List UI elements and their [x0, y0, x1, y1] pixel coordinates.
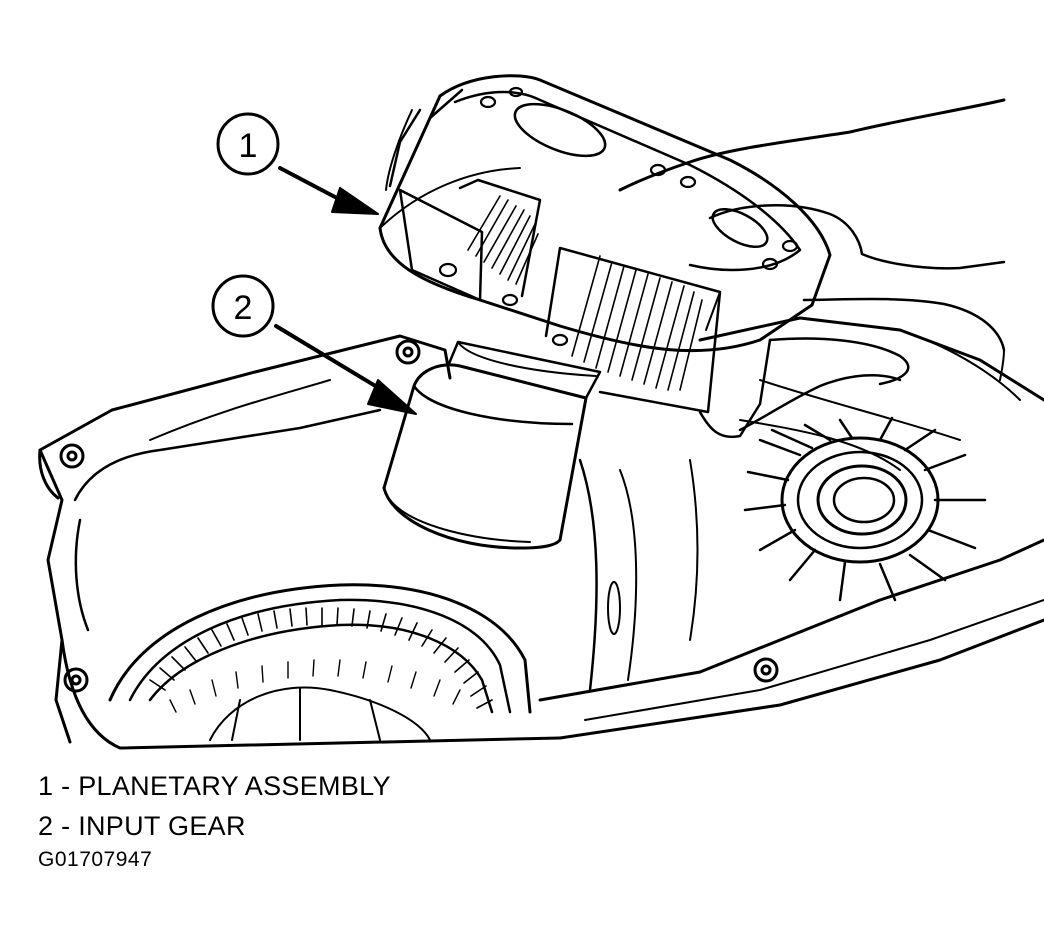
bolt-hole	[63, 667, 89, 693]
planetary-assembly	[378, 74, 832, 439]
callout-1-number: 1	[239, 127, 258, 165]
callout-2-arrow	[274, 324, 394, 398]
bolt-hole	[59, 443, 85, 469]
figure-id: G01707947	[38, 848, 153, 871]
callout-2-number: 2	[234, 289, 253, 327]
bolt-hole	[753, 657, 779, 683]
transfer-case-housing	[38, 316, 1044, 750]
ring-gear	[108, 583, 532, 741]
callout-1: 1	[216, 112, 379, 215]
callout-1-circle	[216, 112, 280, 176]
input-gear	[382, 340, 602, 550]
bearing-bore	[743, 416, 987, 602]
legend: 1 - PLANETARY ASSEMBLY 2 - INPUT GEAR	[38, 766, 391, 846]
technician-hand	[618, 98, 1006, 432]
callout-2: 2	[211, 274, 417, 415]
planetary-assembly-illustration: 1 2	[38, 74, 1044, 750]
bolt-hole	[395, 339, 421, 365]
callout-2-circle	[211, 274, 275, 338]
legend-item-input-gear: 2 - INPUT GEAR	[38, 811, 246, 841]
legend-item-planetary-assembly: 1 - PLANETARY ASSEMBLY	[38, 771, 391, 801]
